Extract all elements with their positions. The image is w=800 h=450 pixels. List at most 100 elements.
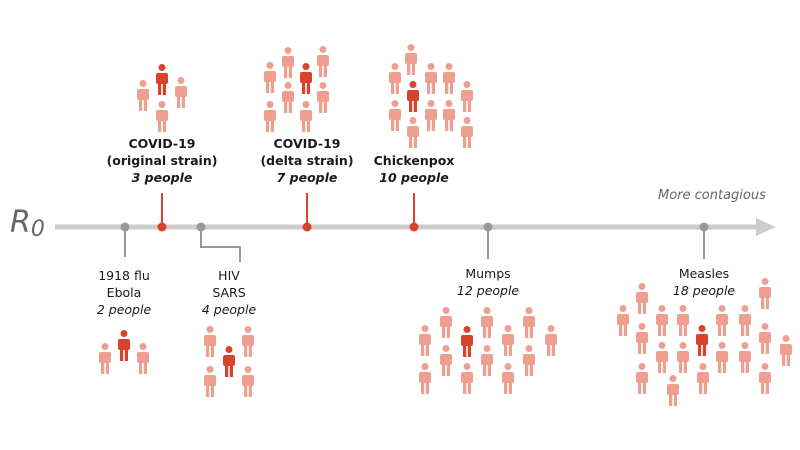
person-icon — [282, 47, 294, 78]
person-head — [679, 342, 687, 349]
person-icon — [667, 375, 679, 406]
person-torso — [300, 72, 312, 83]
person-head — [158, 101, 166, 108]
more-contagious-label: More contagious — [658, 188, 766, 203]
person-leg — [427, 118, 431, 131]
disease-name: 1918 flu — [98, 268, 150, 283]
person-icon — [481, 307, 493, 338]
infected-person-icon — [118, 330, 130, 361]
person-torso — [656, 314, 668, 325]
person-leg — [761, 341, 765, 354]
person-leg — [741, 360, 745, 373]
person-head — [442, 345, 450, 352]
person-leg — [302, 119, 306, 132]
person-leg — [288, 100, 292, 113]
person-icon — [443, 100, 455, 131]
person-icon — [759, 278, 771, 309]
person-torso — [389, 72, 401, 83]
person-leg — [413, 99, 417, 112]
person-leg — [409, 99, 413, 112]
person-leg — [718, 360, 722, 373]
person-icon — [440, 345, 452, 376]
person-leg — [679, 360, 683, 373]
person-torso — [481, 354, 493, 365]
r0-marker-dot — [699, 222, 709, 232]
r0-symbol: R — [10, 205, 31, 240]
person-head — [225, 346, 233, 353]
person-leg — [638, 301, 642, 314]
person-head — [206, 326, 214, 333]
person-head — [761, 323, 769, 330]
person-torso — [656, 351, 668, 362]
person-torso — [300, 110, 312, 121]
person-head — [445, 100, 453, 107]
person-torso — [242, 335, 254, 346]
person-torso — [636, 332, 648, 343]
person-torso — [118, 339, 130, 350]
person-leg — [244, 344, 248, 357]
person-leg — [745, 323, 749, 336]
disease-name: Ebola — [106, 285, 142, 300]
person-torso — [242, 375, 254, 386]
person-torso — [407, 90, 419, 101]
person-head — [504, 363, 512, 370]
person-leg — [463, 344, 467, 357]
person-torso — [317, 55, 329, 66]
person-icon — [419, 363, 431, 394]
person-leg — [244, 384, 248, 397]
person-torso — [264, 71, 276, 82]
disease-name: Chickenpox — [373, 153, 455, 168]
person-leg — [761, 381, 765, 394]
person-head — [421, 325, 429, 332]
person-torso — [461, 335, 473, 346]
person-icon — [425, 100, 437, 131]
person-leg — [162, 82, 166, 95]
label-measles: Measles 18 people — [673, 265, 735, 299]
disease-name: HIV — [218, 268, 240, 283]
person-leg — [210, 384, 214, 397]
person-icon — [545, 325, 557, 356]
people-count: 2 people — [96, 302, 152, 317]
person-torso — [636, 292, 648, 303]
person-icon — [677, 305, 689, 336]
person-icon — [405, 44, 417, 75]
person-leg — [463, 135, 467, 148]
disease-name: Measles — [678, 266, 730, 281]
person-torso — [137, 89, 149, 100]
person-head — [669, 375, 677, 382]
person-leg — [761, 296, 765, 309]
person-leg — [673, 393, 677, 406]
person-leg — [425, 343, 429, 356]
person-icon — [502, 363, 514, 394]
person-icon — [242, 366, 254, 397]
person-leg — [619, 323, 623, 336]
person-icon — [461, 81, 473, 112]
person-leg — [529, 325, 533, 338]
person-leg — [638, 341, 642, 354]
person-leg — [266, 80, 270, 93]
person-leg — [765, 381, 769, 394]
person-leg — [504, 381, 508, 394]
person-leg — [525, 363, 529, 376]
label-covid-delta: COVID-19 (delta strain) 7 people — [260, 135, 353, 186]
person-leg — [467, 135, 471, 148]
person-leg — [210, 344, 214, 357]
person-torso — [667, 384, 679, 395]
people-count: 10 people — [379, 170, 449, 185]
person-torso — [156, 110, 168, 121]
person-icon — [677, 342, 689, 373]
person-icon — [175, 77, 187, 108]
person-icon — [137, 80, 149, 111]
person-leg — [547, 343, 551, 356]
person-leg — [120, 348, 124, 361]
person-leg — [745, 360, 749, 373]
person-torso — [204, 375, 216, 386]
person-head — [284, 82, 292, 89]
person-head — [463, 117, 471, 124]
person-leg — [229, 364, 233, 377]
person-head — [244, 366, 252, 373]
person-head — [638, 323, 646, 330]
person-torso — [443, 72, 455, 83]
person-leg — [158, 119, 162, 132]
